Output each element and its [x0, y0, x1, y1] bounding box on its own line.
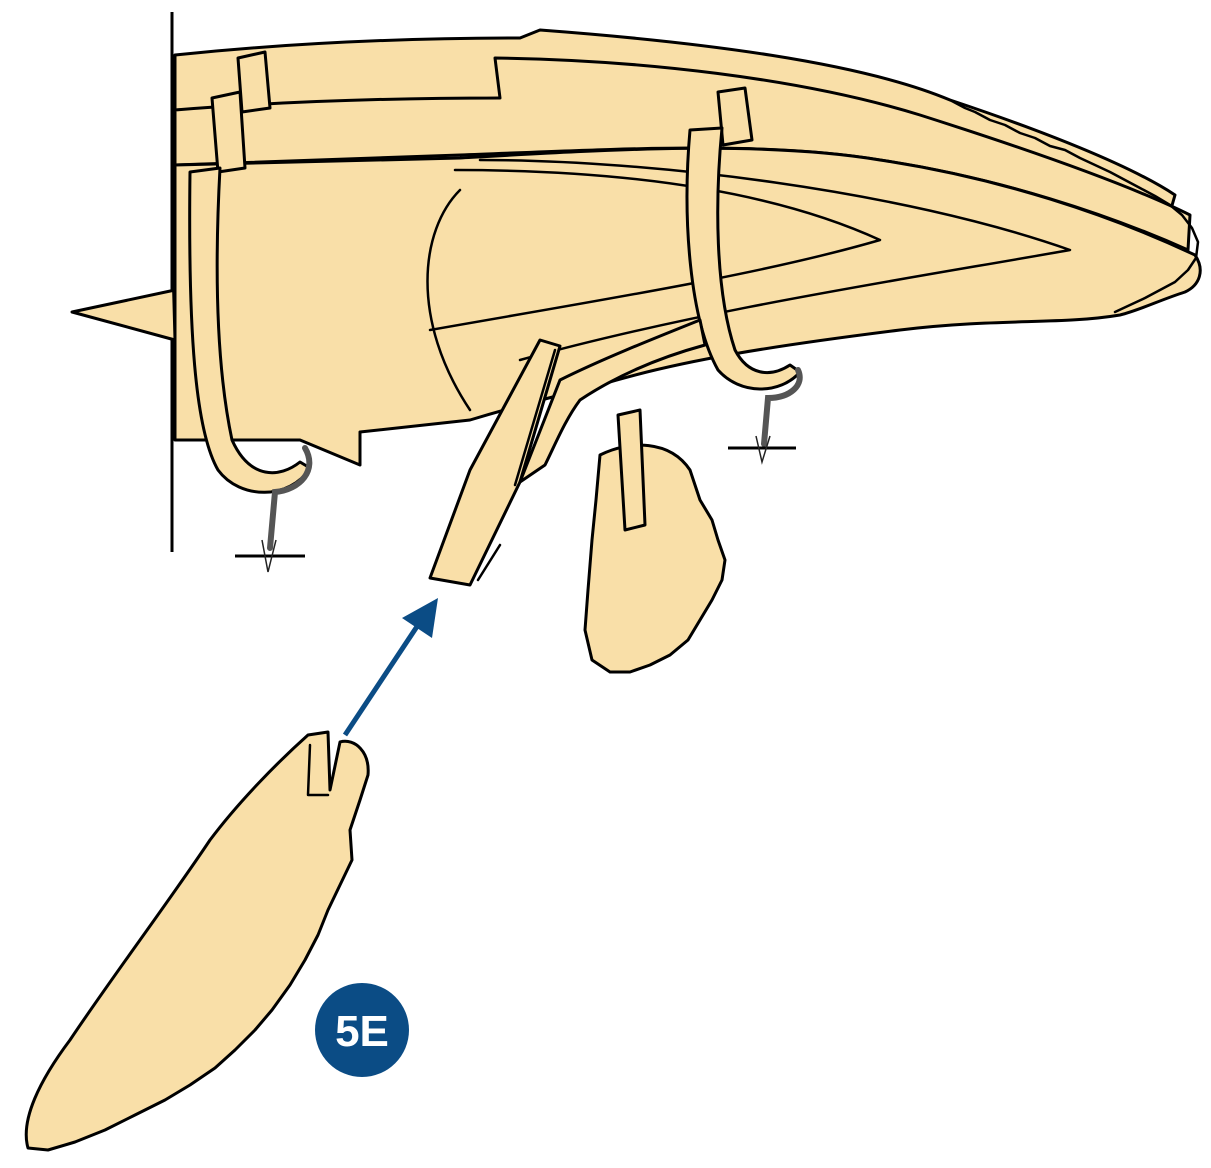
hanging-fragment: [585, 445, 725, 672]
left-clip-mid: [212, 92, 245, 172]
left-clip-top: [238, 52, 270, 112]
insert-arrow-shaft: [345, 625, 418, 735]
insert-arrow-head: [402, 598, 438, 638]
step-badge-label: 5E: [335, 1007, 389, 1056]
right-clip-top: [718, 88, 752, 145]
